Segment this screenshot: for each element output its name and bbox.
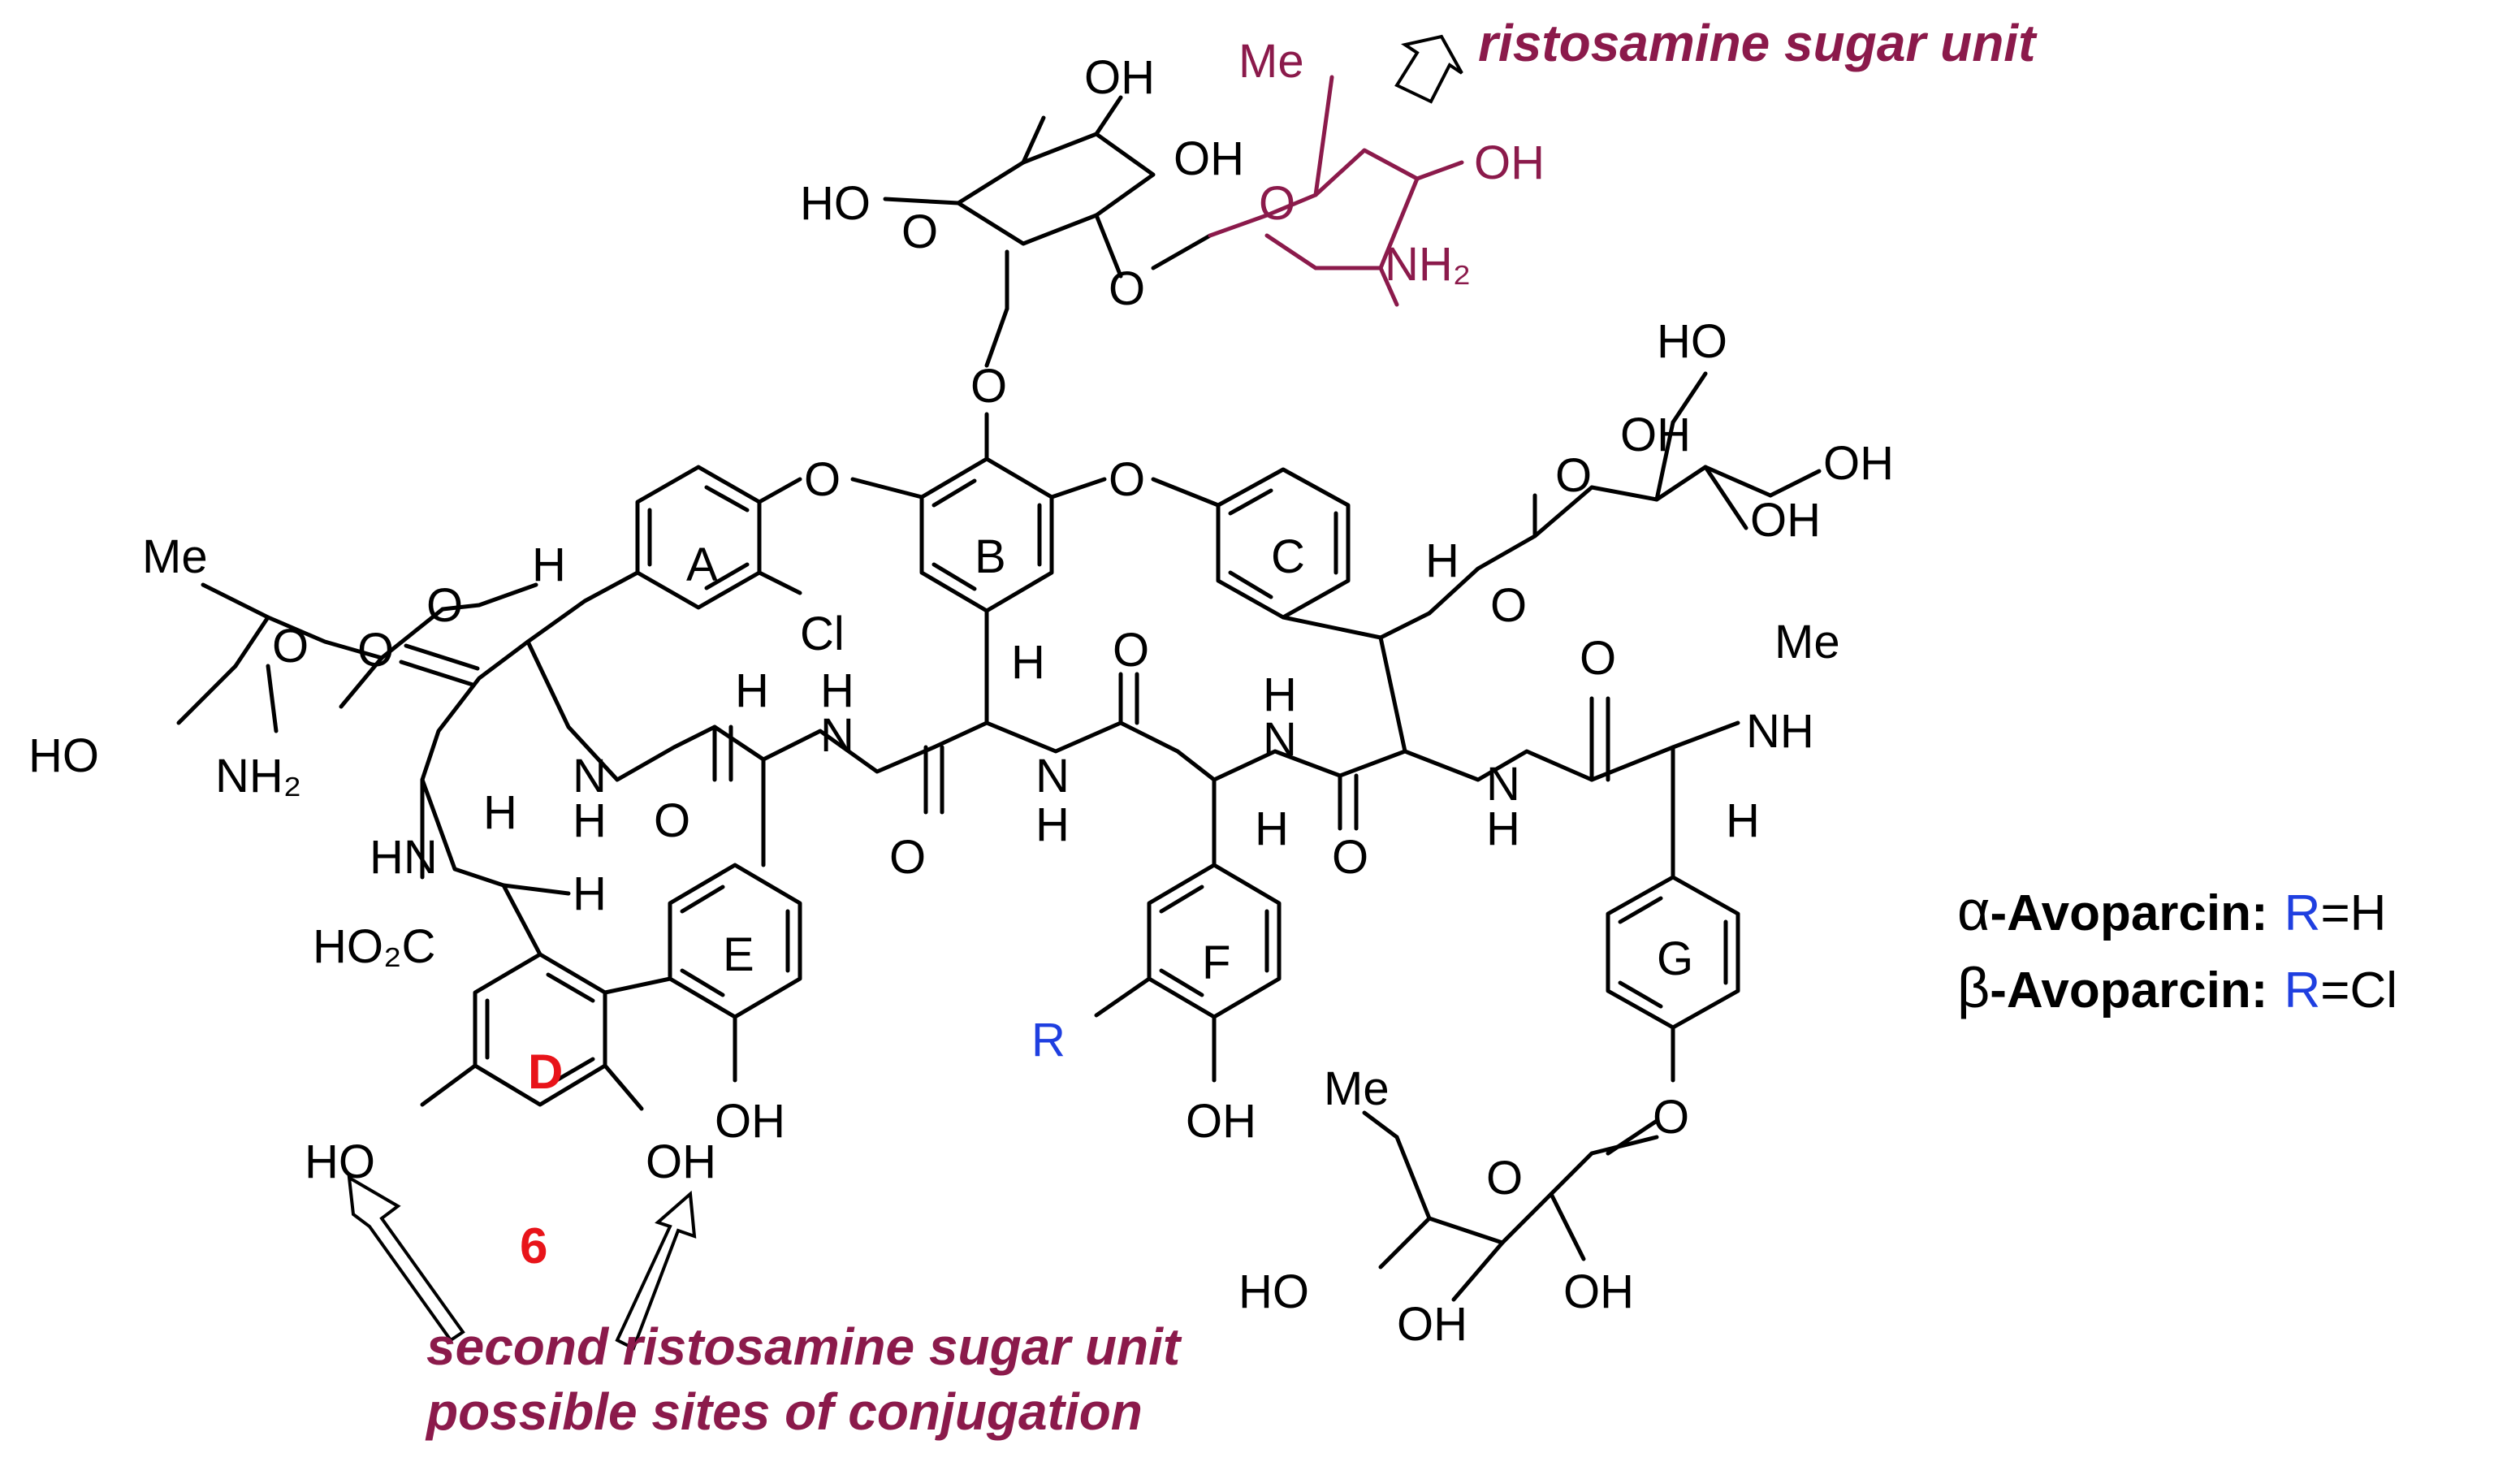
e-ring-oh: OH [715,1095,785,1148]
legend-value-alpha: =H [2320,885,2386,941]
ristosamine-nh2: NH₂ [1385,238,1471,291]
conjugation-arrow-left-icon [347,1174,465,1343]
ring-a-cl: Cl [800,608,845,660]
amide-o-1: O [357,624,394,677]
top-sugar-link-o: O [1109,262,1145,315]
bottom-sugar-ho: HO [1238,1265,1309,1318]
amide-h-8: H [1486,802,1520,855]
amide-o-3: O [889,831,926,884]
ring-label-e: E [723,928,754,981]
amide-n-4: N [1263,713,1297,766]
annotation-ristosamine: ristosamine sugar unit [1478,14,2038,72]
left-sugar-link-o: O [426,579,463,632]
ring-label-f: F [1202,936,1230,989]
legend-value-beta: =Cl [2320,962,2397,1019]
d-ring-ho-left: HO [305,1135,375,1188]
legend-row-beta: β-Avoparcin: R=Cl [1957,956,2397,1019]
legend-row-alpha: α-Avoparcin: R=H [1957,879,2386,942]
ring-label-c: C [1271,530,1305,583]
amide-h-2: H [483,786,517,839]
bottom-sugar-ring-o: O [1486,1152,1523,1205]
ristosamine-ring-o: O [1259,177,1295,230]
f-ring-r-group: R [1031,1014,1065,1066]
methylamine-nh: NH [1746,705,1814,758]
amide-h-5: H [1011,636,1045,689]
amide-o-5: O [1332,831,1368,884]
legend-name-beta: -Avoparcin: [1990,962,2267,1019]
amide-n-2-h: H [820,664,854,717]
right-sugar-oh-3: OH [1750,494,1821,547]
ristosamine-me: Me [1238,35,1304,88]
amide-h-11: H [1726,794,1760,847]
amide-o-4: O [1113,624,1149,677]
conjugation-arrow-right-icon [615,1190,697,1351]
c-ring-link-o: O [1490,579,1527,632]
left-sugar-ring-o: O [272,620,309,673]
ring-label-a: A [686,539,718,591]
top-sugar-oh-2: OH [1174,132,1244,185]
d-ring-hn: HN [370,831,438,884]
ether-right-o: O [1109,453,1145,506]
ristosamine-oh: OH [1474,136,1545,189]
d-ring-ho2c: HO₂C [313,920,435,973]
ring-label-b: B [975,530,1006,583]
g-ring-link-o: O [1653,1091,1689,1144]
legend-r-beta: R [2284,962,2320,1019]
d-ring-oh-right: OH [646,1135,716,1188]
right-sugar-ring-o: O [1555,449,1592,502]
legend-name-alpha: -Avoparcin: [1990,885,2267,941]
annotation-second-ristosamine: second ristosamine sugar unit [426,1317,1182,1376]
legend-r-alpha: R [2284,885,2321,941]
avoparcin-legend: α-Avoparcin:R=H β-Avoparcin:R=Cl [1957,879,2397,1019]
amide-h-3: H [573,794,607,847]
left-sugar-me: Me [142,530,208,583]
ring-label-g: G [1657,932,1693,985]
ristosamine-arrow-icon [1394,34,1463,104]
amide-h-1: H [532,539,566,591]
ether-left-o: O [804,453,841,506]
b-ring-link-o: O [970,360,1007,413]
annotation-arrows [347,34,1463,1351]
annotation-conjugation-sites: possible sites of conjugation [425,1382,1143,1441]
bottom-sugar-oh-2: OH [1563,1265,1634,1318]
amide-h-7: H [1255,802,1289,855]
amide-o-6: O [1580,632,1616,685]
top-sugar-ho: HO [800,177,871,230]
amide-n-4-h: H [1263,668,1297,721]
top-sugar-ring-o: O [901,205,938,258]
skeleton-bonds [176,95,1822,1302]
d-ring-h: H [573,867,607,920]
right-sugar-oh-2: OH [1823,437,1894,490]
left-sugar-nh2: NH₂ [215,750,301,802]
legend-greek-beta: β [1957,956,1990,1019]
amide-h-6: H [1035,798,1070,851]
compound-number: 6 [520,1218,547,1274]
left-sugar-ho: HO [28,729,99,782]
amide-h-9: H [1425,534,1459,587]
bottom-sugar-me: Me [1324,1062,1390,1115]
top-sugar-oh-1: OH [1084,51,1155,104]
legend-greek-alpha: α [1957,879,1990,942]
atom-labels: OH OH HO O O O Me OH O NH₂ O O HO O OH O… [28,35,1894,1351]
amide-n-1: N [573,750,607,802]
amide-n-2: N [820,709,854,762]
bottom-sugar-oh-1: OH [1397,1298,1467,1351]
amide-n-3: N [1035,750,1070,802]
amide-o-2: O [654,794,690,847]
ristosamine-sugar-bonds [1208,75,1464,307]
amide-h-4: H [735,664,769,717]
right-sugar-ho: HO [1657,315,1727,368]
ring-label-d: D [528,1045,563,1099]
f-ring-oh: OH [1186,1095,1256,1148]
right-sugar-oh-1: OH [1620,409,1691,461]
methylamine-me: Me [1774,616,1840,668]
ring-labels: A B C D E F G [528,530,1693,1099]
amide-n-5: N [1486,758,1520,811]
